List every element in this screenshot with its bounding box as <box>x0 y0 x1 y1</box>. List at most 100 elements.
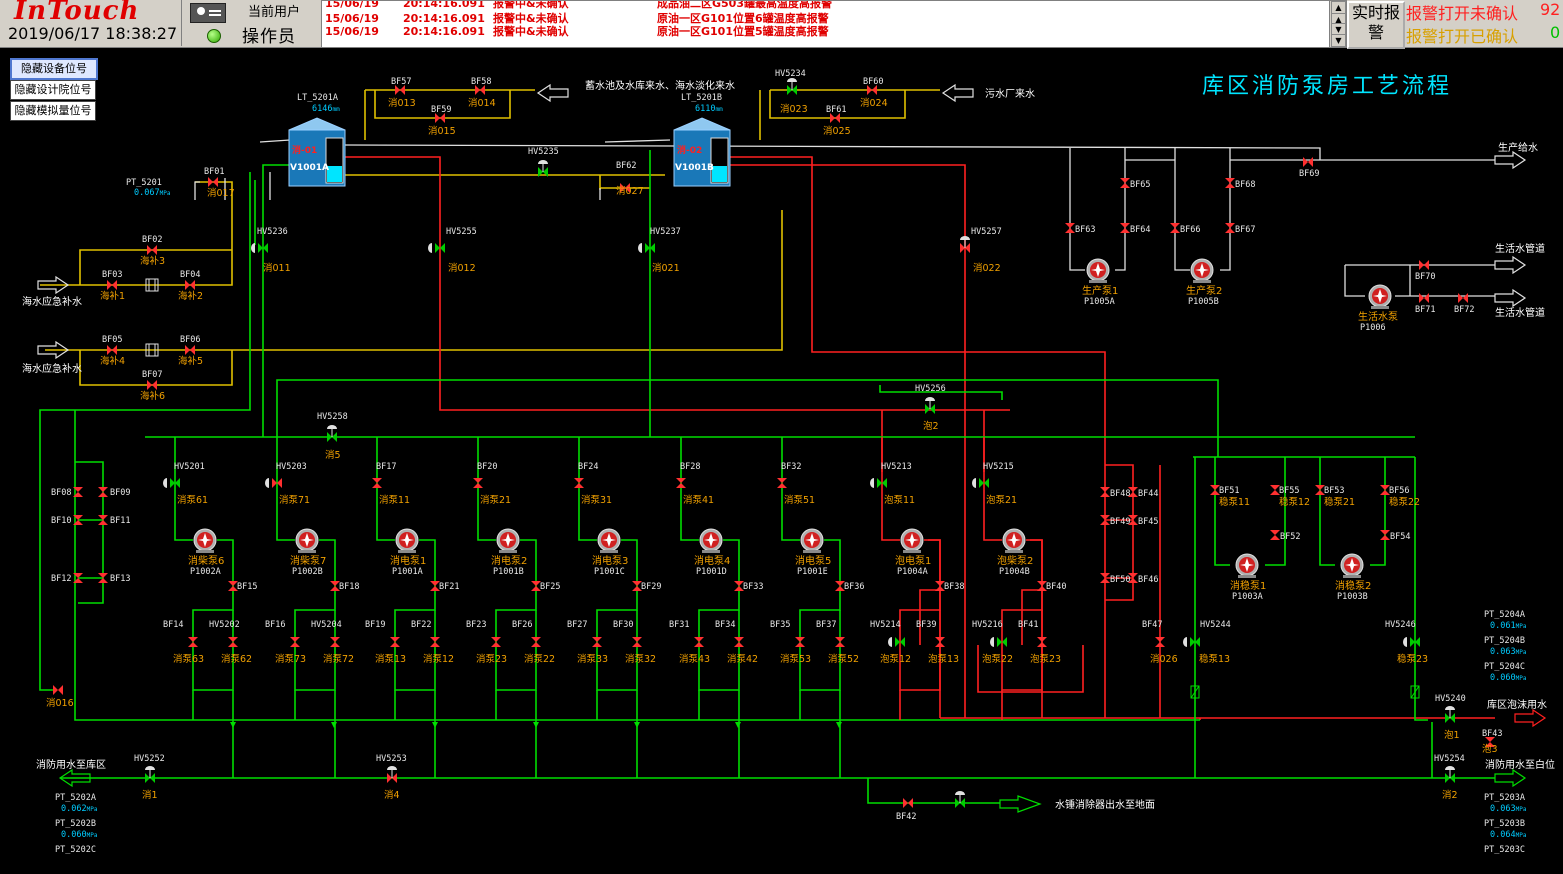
valve-bf35[interactable] <box>795 637 805 647</box>
valve-bf52[interactable] <box>1270 530 1280 540</box>
valve-hv5252[interactable] <box>144 765 156 784</box>
valve-bf09[interactable] <box>98 487 108 497</box>
user-panel[interactable]: 当前用户 操作员 <box>181 0 322 47</box>
valve-bf68[interactable] <box>1225 178 1235 188</box>
valve-bf65[interactable] <box>1120 178 1130 188</box>
valve-hv5213[interactable] <box>870 478 887 488</box>
valve-bf06[interactable] <box>185 345 195 355</box>
pump-p1001b[interactable] <box>496 528 520 554</box>
valve-bf01[interactable] <box>208 177 218 187</box>
valve-hv5254[interactable] <box>1444 765 1456 784</box>
valve-tag: HV5213 <box>881 462 912 472</box>
valve-bf27[interactable] <box>592 637 602 647</box>
valve-hv5240[interactable] <box>1444 705 1456 724</box>
valve-bf72[interactable] <box>1458 293 1468 303</box>
valve-bf04[interactable] <box>185 280 195 290</box>
valve-bf47[interactable] <box>1155 637 1165 647</box>
valve-tag: BF06 <box>180 335 200 345</box>
valve-hv5214[interactable] <box>888 637 905 647</box>
valve-bf32[interactable] <box>777 478 787 488</box>
svg-text:0.064MPa: 0.064MPa <box>1490 830 1527 840</box>
valve-bf71[interactable] <box>1419 293 1429 303</box>
valve-hv5215[interactable] <box>972 478 989 488</box>
valve-bf66[interactable] <box>1170 223 1180 233</box>
pump-p1001e[interactable] <box>800 528 824 554</box>
valve-hv5246[interactable] <box>1403 637 1420 647</box>
valve-hv5236[interactable] <box>251 243 268 253</box>
valve-hv5256[interactable] <box>924 396 936 415</box>
valve-bf41[interactable] <box>1037 637 1047 647</box>
pump-p1002a[interactable] <box>193 528 217 554</box>
pump-p1003a[interactable] <box>1235 553 1259 579</box>
valve-bf28[interactable] <box>676 478 686 488</box>
valve-bf05[interactable] <box>107 345 117 355</box>
valve-bf26[interactable] <box>531 637 541 647</box>
realtime-alarm-button[interactable]: 实时报警 <box>1347 1 1405 49</box>
valve-bf39[interactable] <box>935 637 945 647</box>
valve-bf24[interactable] <box>574 478 584 488</box>
pump-p1003b[interactable] <box>1340 553 1364 579</box>
valve-bf70[interactable] <box>1419 260 1429 270</box>
valve-hv5237[interactable] <box>638 243 655 253</box>
alarm-scrollbar[interactable]: ▲ ▲ ▼ ▼ <box>1329 0 1347 48</box>
pump-p1002b[interactable] <box>295 528 319 554</box>
pump-p1005a[interactable] <box>1086 258 1110 284</box>
production-outlet-label: 生产给水 <box>1498 141 1538 154</box>
pump-id: P1004B <box>999 567 1030 577</box>
valve-bf63[interactable] <box>1065 223 1075 233</box>
hide-analog-tag-button[interactable]: 隐藏模拟量位号 <box>10 101 96 121</box>
valve-hv5201[interactable] <box>163 478 180 488</box>
valve-bf48[interactable] <box>1100 487 1110 497</box>
valve-bf17[interactable] <box>372 478 382 488</box>
pump-p1001d[interactable] <box>699 528 723 554</box>
valve-bf67[interactable] <box>1225 223 1235 233</box>
valve-hv5234[interactable] <box>786 77 798 96</box>
valve-bf37[interactable] <box>835 637 845 647</box>
valve-tag: BF40 <box>1046 582 1066 592</box>
valve-bf19[interactable] <box>390 637 400 647</box>
pump-p1004a[interactable] <box>900 528 924 554</box>
valve-x016[interactable] <box>53 685 63 695</box>
valve-bf16[interactable] <box>290 637 300 647</box>
hide-device-tag-button[interactable]: 隐藏设备位号 <box>10 58 98 80</box>
valve-bf34[interactable] <box>734 637 744 647</box>
flow-labels: 蓄水池及水库来水、海水淡化来水 污水厂来水 海水应急补水 海水应急补水 生产给水… <box>22 79 1555 811</box>
tank-v1001a[interactable]: 消-01 V1001A <box>288 117 346 187</box>
valve-hv5244[interactable] <box>1183 637 1200 647</box>
valve-bf03[interactable] <box>107 280 117 290</box>
valve-bf14[interactable] <box>188 637 198 647</box>
valve-hv5255[interactable] <box>428 243 445 253</box>
pump-p1004b[interactable] <box>1002 528 1026 554</box>
valve-bf69[interactable] <box>1303 157 1313 167</box>
valve-bf31[interactable] <box>694 637 704 647</box>
pump-p1006[interactable] <box>1368 284 1392 310</box>
tank-v1001b[interactable]: 消-02 V1001B <box>673 117 731 187</box>
valve-hv5253[interactable] <box>386 765 398 784</box>
valve-hv5216[interactable] <box>990 637 1007 647</box>
valve-bf42[interactable] <box>903 798 913 808</box>
valve-bf20[interactable] <box>473 478 483 488</box>
valve-bf02[interactable] <box>147 245 157 255</box>
pump-p1001c[interactable] <box>597 528 621 554</box>
valve-bf64[interactable] <box>1120 223 1130 233</box>
hammer-valve[interactable] <box>954 790 966 809</box>
valve-bf54[interactable] <box>1380 530 1390 540</box>
valve-hv5258[interactable] <box>326 424 338 443</box>
valve-bf23[interactable] <box>491 637 501 647</box>
pump-p1005b[interactable] <box>1190 258 1214 284</box>
valve-hv5204[interactable] <box>330 637 340 647</box>
valve-hv5202[interactable] <box>228 637 238 647</box>
valve-bf22[interactable] <box>430 637 440 647</box>
valve-hv5203[interactable] <box>265 478 282 488</box>
valve-design-tag: 消泵12 <box>423 653 454 665</box>
valve-tag: BF14 <box>163 620 183 630</box>
hide-design-tag-button[interactable]: 隐藏设计院位号 <box>10 80 96 100</box>
valve-tag: BF39 <box>916 620 936 630</box>
svg-text:0.063MPa: 0.063MPa <box>1490 804 1527 814</box>
pump-name: 消电泵3 <box>592 554 628 567</box>
valve-bf30[interactable] <box>632 637 642 647</box>
pump-p1001a[interactable] <box>395 528 419 554</box>
scroll-down-icon[interactable]: ▼ <box>1331 34 1346 47</box>
valve-bf07[interactable] <box>147 380 157 390</box>
